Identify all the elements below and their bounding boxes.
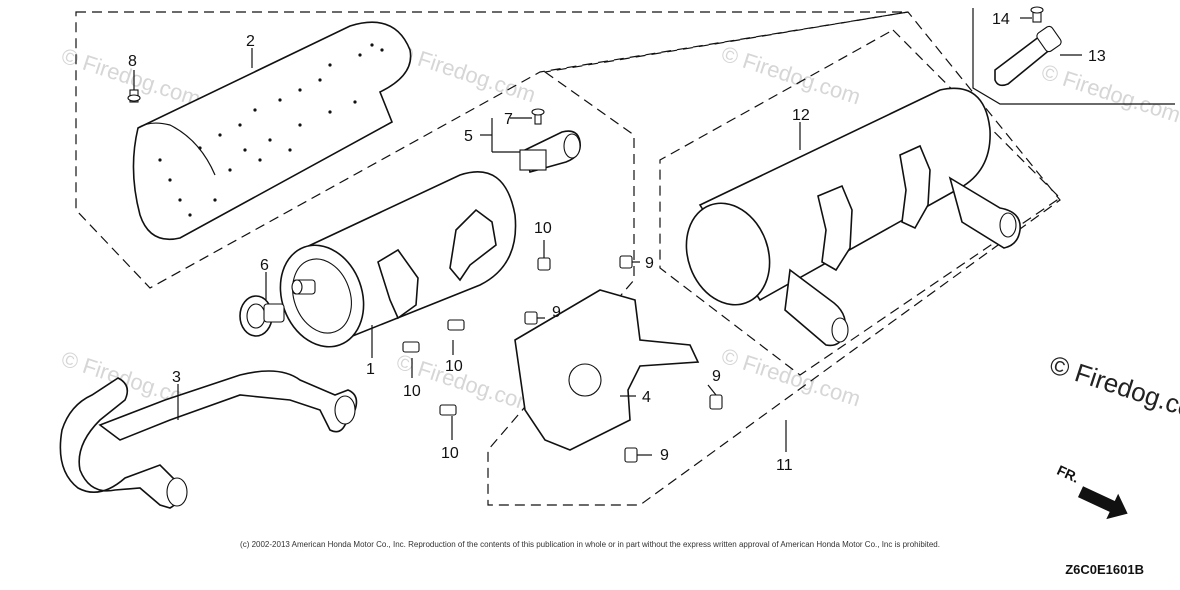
watermark: © Firedog.com bbox=[393, 39, 538, 107]
callout-10: 10 bbox=[445, 358, 463, 375]
callout-9: 9 bbox=[552, 304, 561, 321]
callout-3: 3 bbox=[172, 369, 181, 386]
bolt-10 bbox=[447, 319, 465, 331]
bolt-9 bbox=[524, 311, 538, 325]
muffler-group-outline bbox=[487, 11, 1061, 506]
watermark: © Firedog.com bbox=[1038, 59, 1180, 127]
callout-9: 9 bbox=[660, 447, 669, 464]
muffler-large bbox=[685, 87, 1021, 347]
callout-10: 10 bbox=[441, 445, 459, 462]
screw-14 bbox=[1030, 6, 1044, 23]
callout-8: 8 bbox=[128, 53, 137, 70]
bolt-10 bbox=[439, 404, 457, 416]
callout-14: 14 bbox=[992, 11, 1010, 28]
watermark: © Firedog.com bbox=[718, 343, 863, 411]
bolt-9 bbox=[709, 394, 723, 410]
screw-8 bbox=[127, 89, 141, 103]
spark-arrester bbox=[994, 25, 1062, 87]
bolt-10 bbox=[402, 341, 420, 353]
callout-13: 13 bbox=[1088, 48, 1106, 65]
front-direction-arrow: FR. bbox=[1055, 462, 1128, 520]
callout-6: 6 bbox=[260, 257, 269, 274]
muffler-small bbox=[279, 171, 517, 348]
bolt-9 bbox=[619, 255, 633, 269]
callout-12: 12 bbox=[792, 107, 810, 124]
bolt-10 bbox=[537, 257, 551, 271]
callout-5: 5 bbox=[464, 128, 473, 145]
leader-lines bbox=[133, 17, 1082, 456]
callout-10: 10 bbox=[534, 220, 552, 237]
air-cleaner-group-outline bbox=[972, 8, 1175, 105]
muffler-assembly-outline bbox=[659, 29, 1061, 376]
screw-7 bbox=[531, 108, 545, 125]
exhaust-pipe bbox=[59, 370, 358, 509]
callout-9: 9 bbox=[712, 368, 721, 385]
muffler-bracket bbox=[514, 289, 700, 451]
heat-shield-group-outline bbox=[75, 11, 909, 289]
diagram-code: Z6C0E1601B bbox=[1065, 562, 1144, 577]
callouts: 1 2 3 4 5 6 7 8 9 9 9 9 10 10 10 10 11 1… bbox=[128, 11, 1106, 474]
copyright-notice: (c) 2002-2013 American Honda Motor Co., … bbox=[240, 540, 940, 549]
bolt-9 bbox=[624, 447, 638, 463]
callout-4: 4 bbox=[642, 389, 651, 406]
callout-10: 10 bbox=[403, 383, 421, 400]
brand-watermark: © Firedog.com bbox=[1046, 349, 1180, 430]
front-direction-label: FR. bbox=[1055, 462, 1082, 486]
oxygen-sensor bbox=[519, 130, 582, 173]
callout-7: 7 bbox=[504, 111, 513, 128]
exhaust-clamp bbox=[239, 295, 285, 337]
watermark: © Firedog.com bbox=[718, 41, 863, 109]
callout-1: 1 bbox=[366, 361, 375, 378]
heat-shield bbox=[132, 21, 412, 240]
callout-11: 11 bbox=[776, 457, 793, 474]
callout-2: 2 bbox=[246, 33, 255, 50]
arrow-icon bbox=[1077, 486, 1128, 520]
callout-9: 9 bbox=[645, 255, 654, 272]
